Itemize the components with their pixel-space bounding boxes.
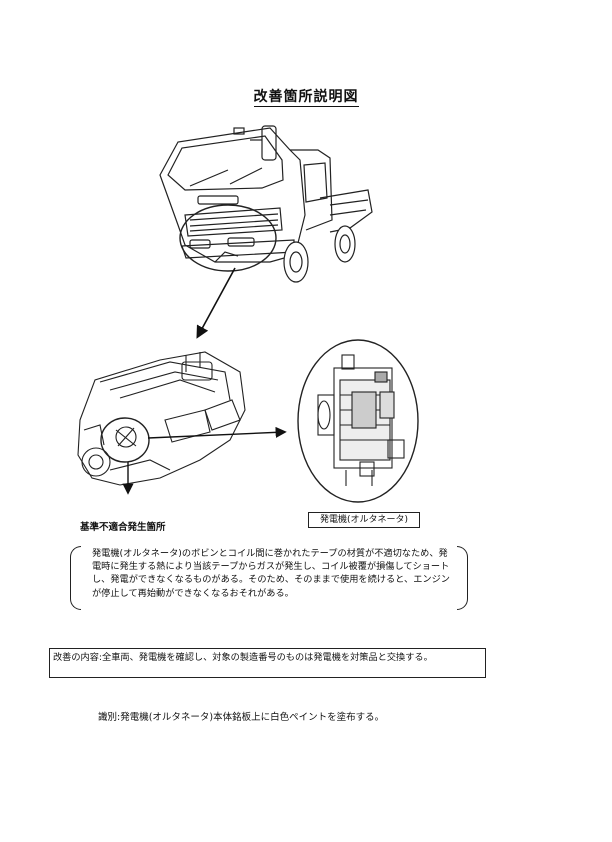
- arrow-truck-to-engine: [196, 267, 236, 339]
- alternator-caption: 発電機(オルタネータ): [308, 512, 420, 528]
- identification-text: 識別:発電機(オルタネータ)本体銘板上に白色ペイントを塗布する。: [98, 712, 385, 723]
- description-bracket: [70, 546, 468, 610]
- engine-caption: 基準不適合発生箇所: [80, 522, 166, 533]
- page-title: 改善箇所説明図: [253, 89, 359, 107]
- truck-illustration: [159, 125, 373, 283]
- engine-illustration: [77, 351, 246, 486]
- arrow-to-alternator: [147, 426, 287, 439]
- improvement-box: 改善の内容:全車両、発電機を確認し、対象の製造番号のものは発電機を対策品と交換す…: [49, 648, 486, 678]
- alternator-detail: [297, 339, 419, 503]
- description-text: 発電機(オルタネータ)のボビンとコイル間に巻かれたテープの材質が不適切なため、発…: [92, 548, 450, 599]
